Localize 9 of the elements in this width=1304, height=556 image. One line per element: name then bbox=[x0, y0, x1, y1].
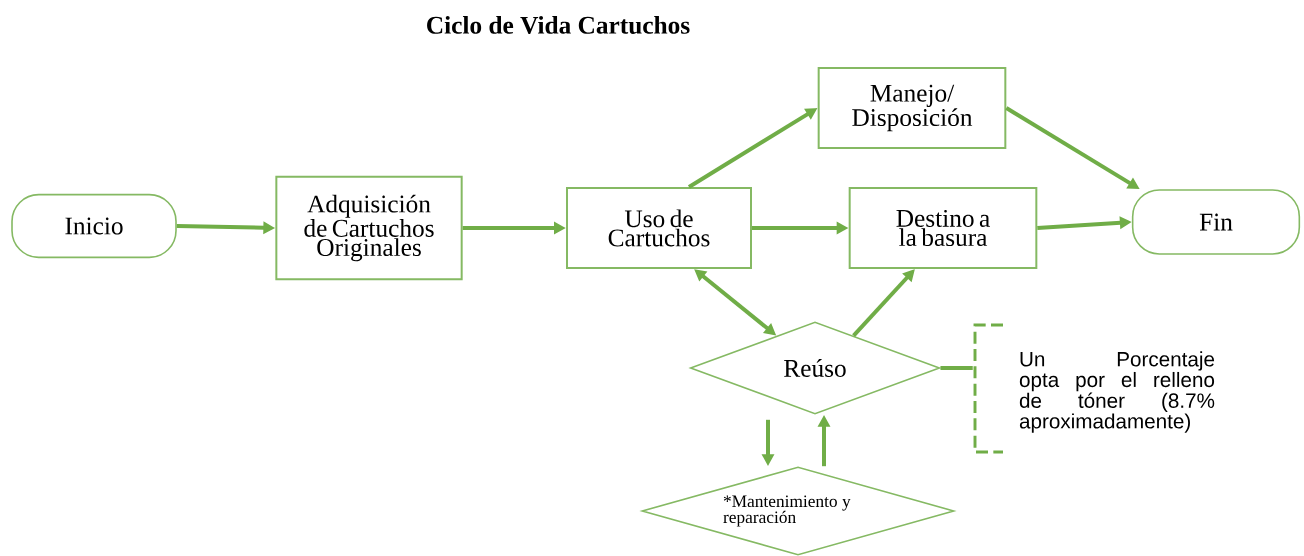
end-terminal: Fin bbox=[1131, 189, 1301, 255]
process-box: Adquisición de Cartuchos Originales bbox=[275, 175, 463, 281]
start-terminal: Inicio bbox=[11, 193, 177, 259]
process-box: Destino a la basura bbox=[848, 187, 1038, 269]
title: Ciclo de Vida Cartuchos bbox=[427, 16, 690, 34]
note-text: Un Porcentaje opta por el relleno de tóner (8.7% aproximadamente) bbox=[1019, 351, 1215, 433]
process-box: Uso de Cartuchos bbox=[566, 187, 752, 269]
process-box: Manejo/ Disposición bbox=[817, 67, 1007, 149]
arrow bbox=[852, 269, 915, 337]
